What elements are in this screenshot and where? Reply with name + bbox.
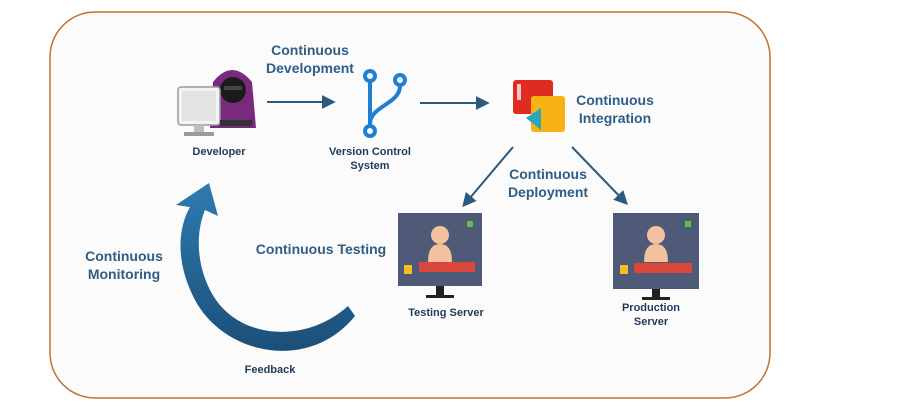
node-testing-server-label: Testing Server: [408, 307, 484, 319]
stage-continuous-testing: Continuous Testing: [255, 241, 387, 257]
node-production-server-label: Production Server: [621, 302, 681, 328]
node-version-control-label: Version Control System: [329, 146, 411, 172]
stage-continuous-development: Continuous Development: [266, 42, 354, 76]
arrow-integration-to-testing: [462, 146, 514, 208]
testing-server-monitor-icon: [398, 213, 482, 298]
feedback-loop-arrow-icon: [176, 183, 355, 351]
arrow-integration-to-production: [571, 146, 628, 206]
developer-computer-icon: [177, 70, 256, 136]
node-developer-label: Developer: [192, 146, 246, 158]
integration-icon: [513, 80, 565, 132]
node-feedback-label: Feedback: [244, 364, 296, 376]
stage-continuous-deployment: Continuous Deployment: [507, 166, 589, 200]
diagram-frame: [49, 11, 771, 399]
version-control-branch-icon: [363, 69, 407, 138]
production-server-monitor-icon: [613, 213, 699, 300]
stage-continuous-integration: Continuous Integration: [576, 92, 654, 126]
stage-continuous-monitoring: Continuous Monitoring: [85, 248, 163, 282]
